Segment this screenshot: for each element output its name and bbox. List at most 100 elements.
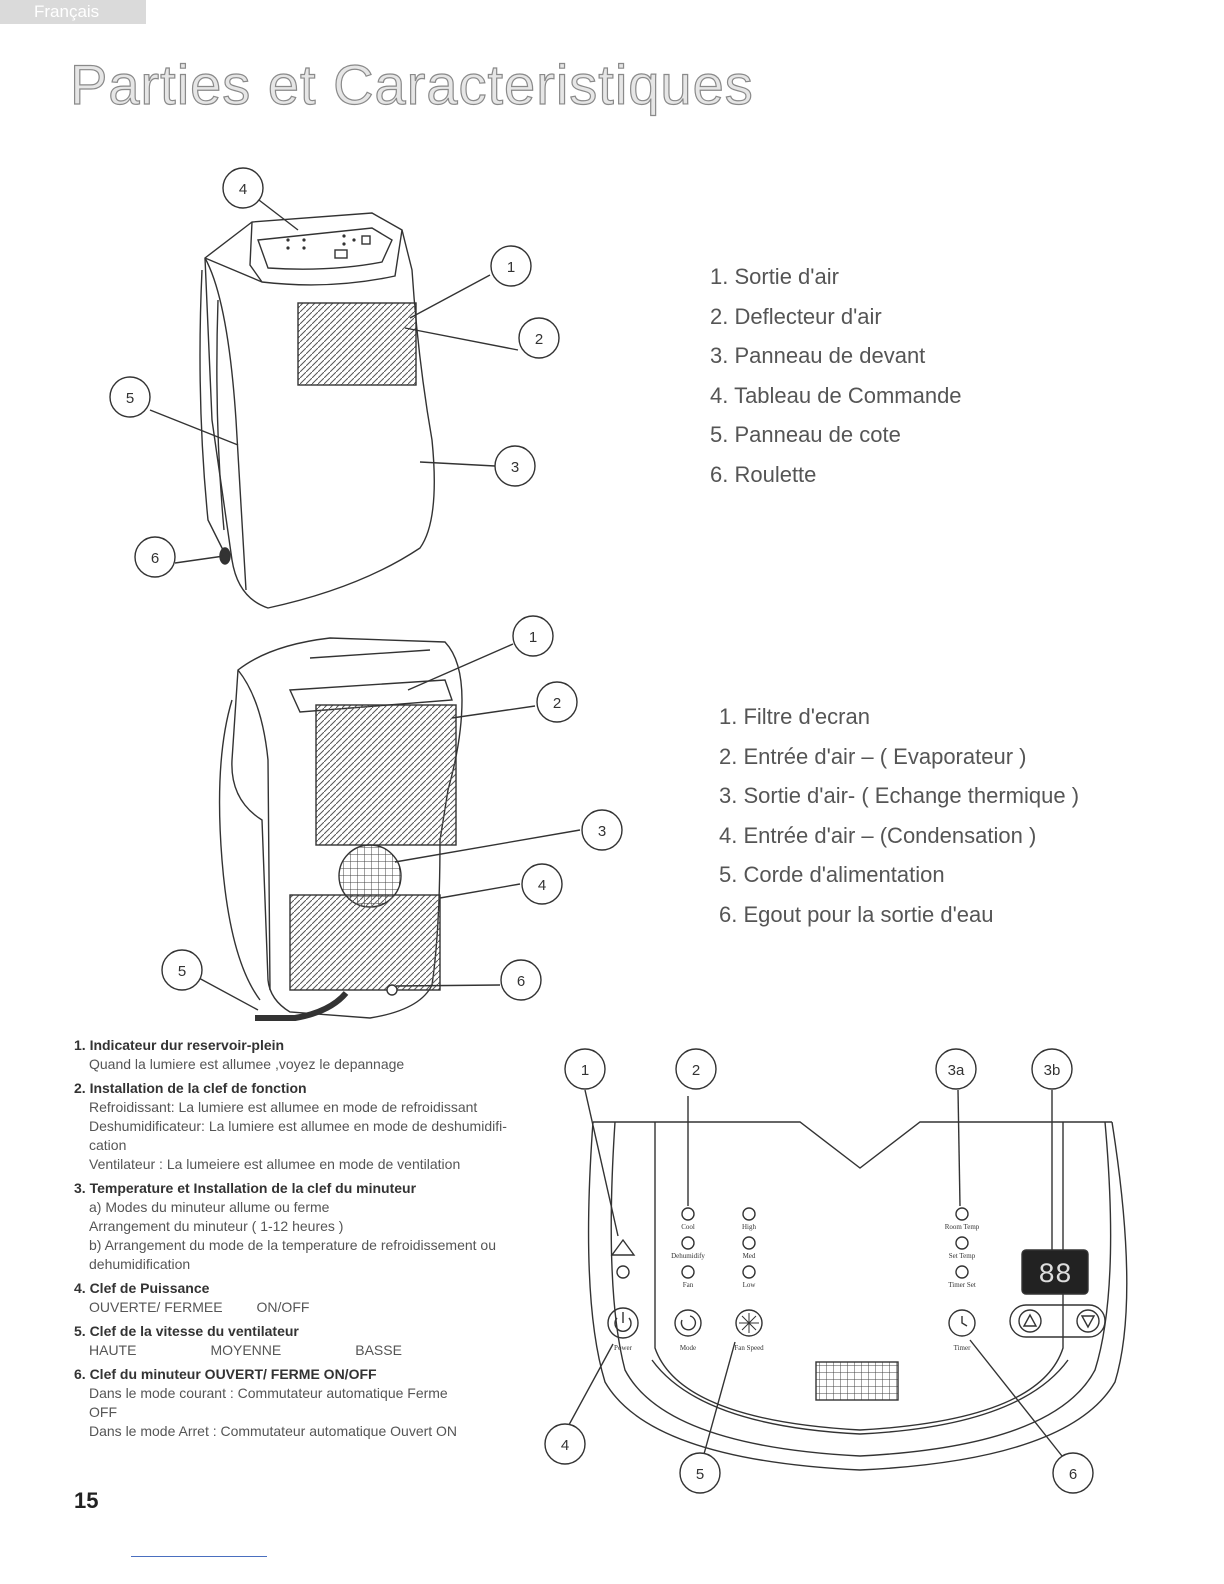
mode-button xyxy=(674,1309,702,1337)
svg-text:Timer: Timer xyxy=(954,1344,972,1352)
list-item: 4. Entrée d'air – (Condensation ) xyxy=(719,822,1037,848)
svg-text:6: 6 xyxy=(151,550,159,567)
key-line: HAUTE MOYENNE BASSE xyxy=(74,1341,574,1360)
up-arrow-icon xyxy=(1022,1313,1038,1327)
svg-text:5: 5 xyxy=(178,963,186,980)
key-line: cation xyxy=(89,1137,127,1153)
svg-text:2: 2 xyxy=(553,695,561,712)
svg-text:1: 1 xyxy=(507,259,515,276)
rear-parts-list: 1. Filtre d'ecran 2. Entrée d'air – ( Ev… xyxy=(719,697,1079,935)
timer-icon xyxy=(961,1316,968,1327)
svg-text:1: 1 xyxy=(529,629,537,646)
list-item: 6. Egout pour la sortie d'eau xyxy=(719,901,994,927)
key-line: Refroidissant: La lumiere est allumee en… xyxy=(89,1099,478,1115)
svg-text:Cool: Cool xyxy=(681,1223,695,1231)
panel-indicator-leds xyxy=(681,1207,969,1279)
svg-text:3: 3 xyxy=(598,823,606,840)
key-value: ON/OFF xyxy=(256,1299,310,1315)
fan-speed-button xyxy=(735,1309,763,1337)
front-parts-list: 1. Sortie d'air 2. Deflecteur d'air 3. P… xyxy=(710,257,962,495)
temp-down-button xyxy=(1076,1309,1100,1333)
svg-text:3b: 3b xyxy=(1044,1062,1061,1079)
svg-text:2: 2 xyxy=(692,1062,700,1079)
rear-unit-illustration xyxy=(218,637,463,1021)
key-line: Dans le mode courant : Commutateur autom… xyxy=(89,1385,448,1401)
key-value: HAUTE xyxy=(89,1342,137,1358)
key-item-1: 1. Indicateur dur reservoir-plein Quand … xyxy=(74,1036,574,1074)
callout-numbers: 4 1 2 5 3 6 1 2 3 4 5 6 1 2 3a 3b 4 5 6 xyxy=(126,181,1077,1483)
key-value: MOYENNE xyxy=(210,1342,282,1358)
key-item-4: 4. Clef de Puissance OUVERTE/ FERMEE ON/O… xyxy=(74,1279,574,1317)
key-value: BASSE xyxy=(355,1342,402,1358)
svg-text:Power: Power xyxy=(614,1344,633,1352)
list-item: 2. Entrée d'air – ( Evaporateur ) xyxy=(719,743,1027,769)
svg-text:Fan Speed: Fan Speed xyxy=(734,1344,764,1352)
panel-callout-lines xyxy=(563,1089,1063,1457)
list-item: 4. Tableau de Commande xyxy=(710,382,962,408)
svg-text:3a: 3a xyxy=(948,1062,965,1079)
front-unit-illustration xyxy=(199,212,435,609)
svg-text:5: 5 xyxy=(126,390,134,407)
page-title: Parties et Caracteristiques xyxy=(69,52,754,116)
key-line: OUVERTE/ FERMEE ON/OFF xyxy=(74,1298,574,1317)
svg-text:6: 6 xyxy=(1069,1466,1077,1483)
mode-icon xyxy=(680,1315,697,1331)
svg-text:Timer Set: Timer Set xyxy=(948,1281,976,1289)
key-item-2: 2. Installation de la clef de fonction R… xyxy=(74,1079,574,1174)
key-item-3: 3. Temperature et Installation de la cle… xyxy=(74,1179,574,1274)
list-item: 1. Sortie d'air xyxy=(710,264,839,289)
key-line: Ventilateur : La lumeiere est allumee en… xyxy=(89,1156,461,1172)
svg-text:Dehumidify: Dehumidify xyxy=(671,1252,705,1260)
key-line: Arrangement du minuteur ( 1-12 heures ) xyxy=(89,1218,344,1234)
rear-callout-lines xyxy=(196,643,581,1011)
key-line: dehumidification xyxy=(89,1256,191,1272)
svg-text:3: 3 xyxy=(511,459,519,476)
list-item: 1. Filtre d'ecran xyxy=(719,704,870,729)
panel-display-digits: 88 xyxy=(1038,1260,1072,1291)
svg-text:Room Temp: Room Temp xyxy=(945,1223,980,1231)
control-panel-illustration xyxy=(587,1121,1128,1471)
key-line: Dans le mode Arret : Commutateur automat… xyxy=(89,1423,458,1439)
down-arrow-icon xyxy=(1080,1315,1096,1329)
svg-text:5: 5 xyxy=(696,1466,704,1483)
svg-text:2: 2 xyxy=(535,331,543,348)
power-icon xyxy=(614,1312,632,1332)
footer-rule xyxy=(131,1556,267,1557)
svg-text:6: 6 xyxy=(517,973,525,990)
control-key-descriptions: 1. Indicateur dur reservoir-plein Quand … xyxy=(74,1036,574,1446)
svg-text:High: High xyxy=(742,1223,757,1231)
panel-buttons xyxy=(607,1307,1100,1339)
list-item: 5. Panneau de cote xyxy=(710,422,901,448)
svg-text:Fan: Fan xyxy=(683,1281,694,1289)
panel-labels: Cool Dehumidify Fan High Med Low Room Te… xyxy=(614,1223,980,1352)
key-heading: 3. Temperature et Installation de la cle… xyxy=(74,1180,417,1196)
key-line: a) Modes du minuteur allume ou ferme xyxy=(89,1199,330,1215)
svg-text:4: 4 xyxy=(239,181,247,198)
svg-text:4: 4 xyxy=(538,877,546,894)
list-item: 3. Sortie d'air- ( Echange thermique ) xyxy=(719,783,1080,809)
power-button xyxy=(607,1307,639,1339)
svg-text:Low: Low xyxy=(743,1281,757,1289)
key-item-6: 6. Clef du minuteur OUVERT/ FERME ON/OFF… xyxy=(74,1365,574,1441)
key-heading: 2. Installation de la clef de fonction xyxy=(74,1080,307,1096)
key-heading: 4. Clef de Puissance xyxy=(74,1280,210,1296)
list-item: 5. Corde d'alimentation xyxy=(719,862,945,888)
key-line: b) Arrangement du mode de la temperature… xyxy=(89,1237,497,1253)
list-item: 6. Roulette xyxy=(710,461,817,487)
key-value: OUVERTE/ FERMEE xyxy=(89,1299,223,1315)
svg-text:Set Temp: Set Temp xyxy=(949,1252,976,1260)
list-item: 3. Panneau de devant xyxy=(710,343,926,369)
svg-text:Mode: Mode xyxy=(680,1344,696,1352)
key-heading: 6. Clef du minuteur OUVERT/ FERME ON/OFF xyxy=(74,1366,377,1382)
front-callout-lines xyxy=(149,196,519,564)
temp-up-button xyxy=(1018,1309,1042,1333)
list-item: 2. Deflecteur d'air xyxy=(710,303,882,329)
timer-button xyxy=(948,1309,976,1337)
fan-icon xyxy=(739,1313,759,1333)
key-line: Deshumidificateur: La lumiere est allume… xyxy=(89,1118,507,1134)
key-line: OFF xyxy=(89,1404,117,1420)
svg-text:4: 4 xyxy=(561,1437,569,1454)
callout-circles xyxy=(109,167,1094,1494)
key-heading: 5. Clef de la vitesse du ventilateur xyxy=(74,1323,299,1339)
